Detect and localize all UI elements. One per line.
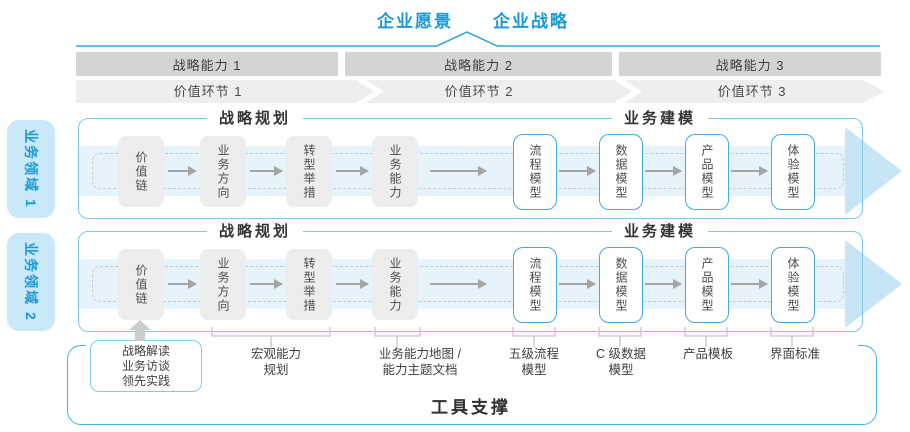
capability-bar-1: 战略能力 1	[76, 52, 338, 76]
model-box-experience: 体验模型	[771, 247, 815, 323]
business-modeling-header: 业务建模	[611, 107, 709, 128]
model-box-process: 流程模型	[513, 247, 557, 323]
vision-title: 企业愿景	[377, 12, 453, 31]
model-box-experience: 体验模型	[771, 134, 815, 210]
model-box-data: 数据模型	[599, 247, 643, 323]
note-line: 业务访谈	[121, 358, 170, 373]
capability-bar-2-label: 战略能力 2	[444, 57, 513, 73]
flow-arrow	[250, 279, 283, 289]
flow-arrow	[559, 279, 596, 289]
capability-bar-3: 战略能力 3	[619, 52, 881, 76]
model-box-product: 产品模型	[685, 247, 729, 323]
flow-arrow	[645, 279, 682, 289]
up-arrow	[129, 320, 151, 341]
value-link-3-label: 价值环节 3	[717, 84, 787, 99]
capability-bar-3-label: 战略能力 3	[715, 57, 785, 73]
plan-box-transformation: 转型举措	[286, 136, 332, 207]
business-domain-2-label: 业务领域 2	[7, 233, 55, 331]
model-box-product: 产品模型	[685, 134, 729, 210]
business-modeling-header: 业务建模	[611, 220, 709, 241]
flow-arrow	[430, 166, 487, 176]
flow-arrow	[250, 166, 283, 176]
business-domain-1-text: 业务领域 1	[23, 129, 39, 209]
plan-box-transformation: 转型举措	[286, 249, 332, 320]
model-box-process: 流程模型	[513, 134, 557, 210]
annotation-ui-standard: 界面标准	[769, 347, 820, 361]
annotation-process-model: 五级流程 模型	[508, 347, 559, 377]
dashed-track	[92, 153, 844, 189]
capability-bar-1-label: 战略能力 1	[172, 57, 242, 73]
flow-arrow	[731, 279, 768, 289]
value-link-2-label: 价值环节 2	[444, 84, 514, 99]
domain-2-row: 价值链 业务方向 转型举措 业务能力 流程模型 数据模型 产品模型 体验模型 战…	[78, 220, 902, 332]
annotation-macro-capability: 宏观能力 规划	[250, 347, 301, 377]
note-line: 领先实践	[121, 373, 170, 388]
dashed-track	[92, 266, 844, 302]
plan-box-business-capability: 业务能力	[372, 136, 418, 207]
capability-bar-2: 战略能力 2	[345, 52, 612, 76]
tool-support-title: 工具支撑	[431, 398, 511, 417]
flow-arrow	[430, 279, 487, 289]
strategic-planning-header: 战略规划	[206, 220, 304, 241]
note-line: 战略解读	[121, 343, 170, 358]
annotation-product-template: 产品模板	[682, 347, 733, 361]
diagram-title: 企业愿景 企业战略	[18, 7, 910, 32]
flow-arrow	[168, 279, 197, 289]
plan-box-value-chain: 价值链	[118, 136, 164, 207]
right-arrowhead	[845, 240, 902, 328]
value-link-1-label: 价值环节 1	[173, 84, 243, 99]
flow-arrow	[731, 166, 768, 176]
domain-1-row: 价值链 业务方向 转型举措 业务能力 流程模型 数据模型 产品模型 体验模型 战…	[78, 107, 902, 219]
plan-box-business-direction: 业务方向	[200, 136, 246, 207]
annotation-data-model: C 级数据 模型	[595, 347, 646, 377]
tool-box-top-mask	[86, 342, 858, 350]
flow-arrow	[168, 166, 197, 176]
strategy-input-note: 战略解读 业务访谈 领先实践	[90, 340, 202, 392]
business-domain-1-label: 业务领域 1	[7, 120, 55, 218]
model-box-data: 数据模型	[599, 134, 643, 210]
strategy-title: 企业战略	[493, 12, 569, 31]
flow-arrow	[336, 166, 369, 176]
right-arrowhead	[845, 127, 902, 215]
plan-box-value-chain: 价值链	[118, 249, 164, 320]
business-domain-2-text: 业务领域 2	[23, 242, 39, 322]
plan-box-business-capability: 业务能力	[372, 249, 418, 320]
flow-arrow	[559, 166, 596, 176]
flow-arrow	[336, 279, 369, 289]
plan-box-business-direction: 业务方向	[200, 249, 246, 320]
flow-arrow	[645, 166, 682, 176]
strategic-planning-header: 战略规划	[206, 107, 304, 128]
annotation-capability-map: 业务能力地图 / 能力主题文档	[379, 347, 461, 377]
